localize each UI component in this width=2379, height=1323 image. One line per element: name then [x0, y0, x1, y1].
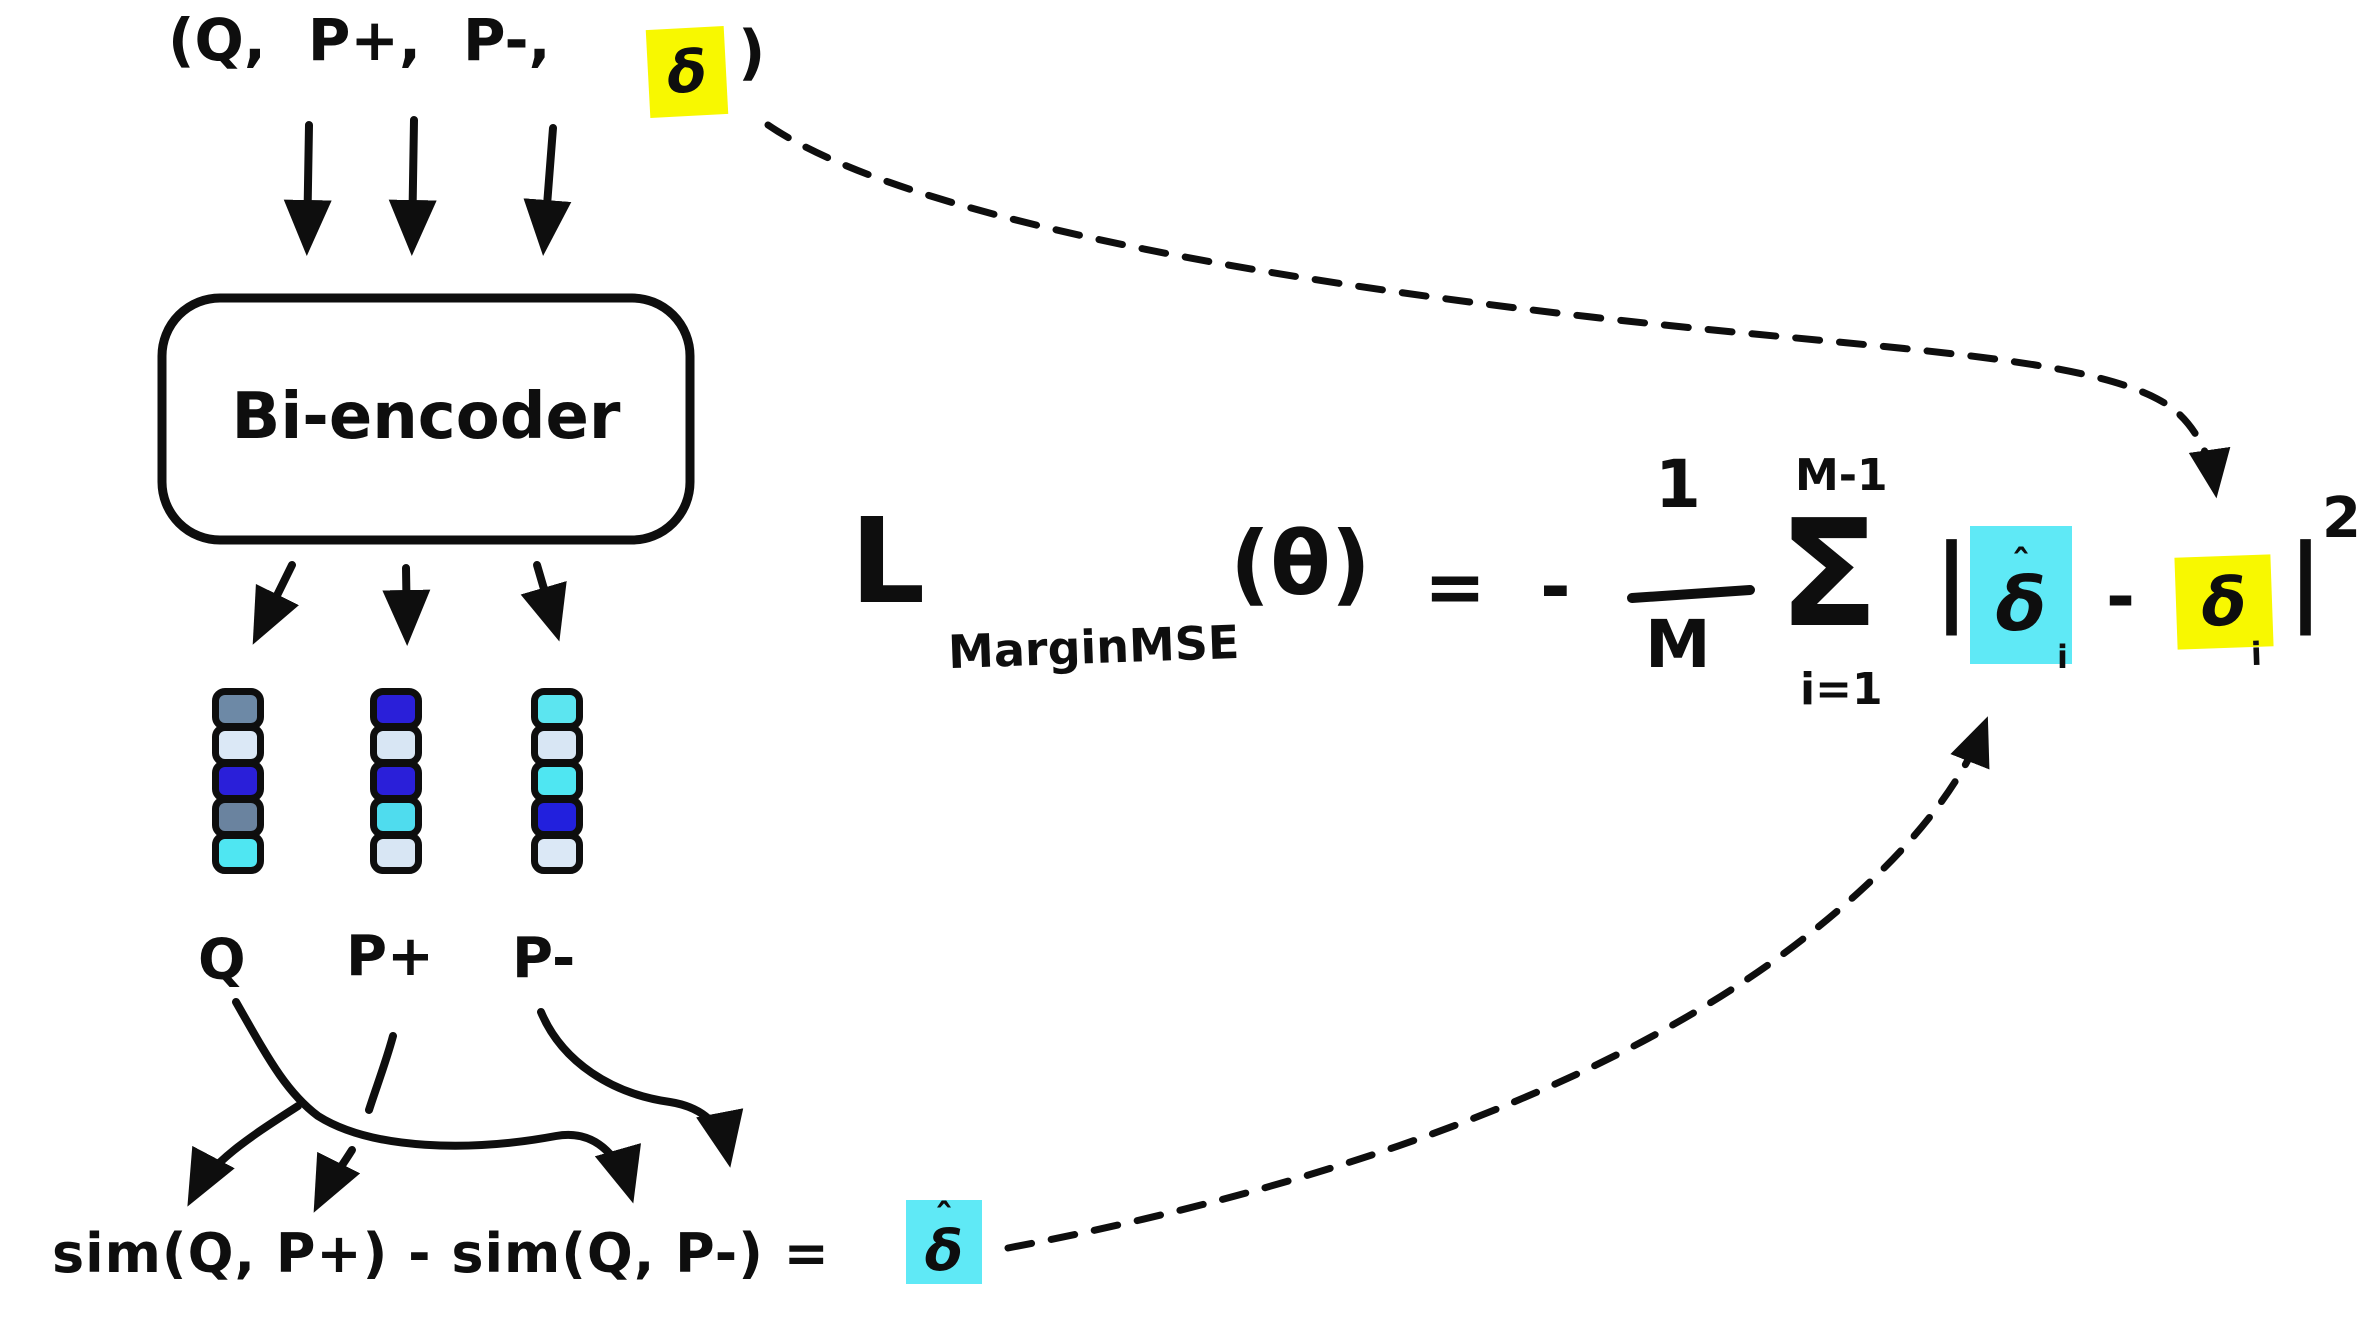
vector-cell [212, 796, 264, 838]
dashed-arrow-delta-to-formula [764, 121, 2231, 499]
tuple-p-plus: P+, [307, 6, 421, 74]
curve-q-to-sim2 [232, 998, 641, 1204]
tuple-open-q: (Q, [168, 6, 266, 74]
arrow-encoder-to-q-vector [252, 561, 299, 645]
delta-symbol: δ [665, 37, 709, 107]
fraction-denominator: M [1645, 606, 1711, 683]
bi-encoder-box [157, 293, 695, 545]
fraction-bar [1627, 585, 1755, 603]
exponent-2: 2 [2322, 486, 2361, 551]
label-p-plus: P+ [346, 924, 434, 989]
delta-hat-symbol: ˆ δ [924, 1196, 964, 1285]
bi-encoder-label: Bi-encoder [231, 380, 621, 454]
hat-accent: ˆ [934, 1196, 954, 1241]
loss-theta: (θ) [1230, 512, 1371, 615]
subscript-i: i [2250, 634, 2263, 674]
delta-highlight-top: δ [645, 26, 729, 118]
vector-cell [370, 724, 422, 766]
delta-hat-i-highlight: ˆ δ i [1970, 526, 2072, 676]
summation-upper-bound: M-1 [1795, 450, 1888, 501]
loss-subscript-marginmse: MarginMSE [947, 614, 1241, 680]
vector-cell [370, 832, 422, 874]
curve-pplus-to-sim1 [313, 1146, 361, 1213]
arrow-q-to-encoder [283, 121, 332, 256]
fraction-numerator: 1 [1655, 446, 1701, 523]
delta-i-highlight: δ i [2174, 554, 2274, 673]
input-tuple: (Q, P+, P-, [168, 6, 551, 74]
arrow-encoder-to-pminus-vector [520, 561, 567, 642]
vector-cell [531, 760, 583, 802]
loss-equals: = [1424, 544, 1487, 630]
delta-glyph: δ [1995, 561, 2047, 648]
vector-column-pminus [531, 688, 583, 874]
abs-bar-left: | [1934, 524, 1970, 636]
arrow-encoder-to-pplus-vector [382, 564, 431, 646]
tuple-p-minus: P-, [463, 6, 551, 74]
delta-hat-i-symbol: ˆ δ [1995, 541, 2047, 648]
delta-glyph: δ [2199, 562, 2249, 642]
summation-lower-bound: i=1 [1800, 664, 1883, 715]
abs-bar-right: | [2288, 524, 2324, 636]
vector-cell [531, 832, 583, 874]
loss-L: L [850, 492, 926, 630]
vector-cell [212, 832, 264, 874]
sim-equation-text: sim(Q, P+) - sim(Q, P-) = [52, 1222, 830, 1285]
dashed-arrow-deltahat-to-formula [1004, 716, 1990, 1252]
hat-accent: ˆ [2011, 541, 2031, 586]
tuple-close-paren: ) [738, 18, 766, 88]
curve-pminus-to-sim2 [537, 1008, 744, 1168]
arrow-pplus-to-encoder [388, 116, 437, 256]
arrow-pminus-to-encoder [523, 124, 572, 256]
summation-sigma: Σ [1778, 488, 1880, 660]
vector-column-q [212, 688, 264, 874]
formula-minus: - [2106, 556, 2136, 638]
label-q: Q [198, 928, 246, 993]
loss-negative-sign: - [1540, 544, 1571, 630]
delta-glyph: δ [924, 1219, 964, 1285]
curve-q-branch-to-sim1 [187, 1102, 302, 1207]
vector-column-pplus [370, 688, 422, 874]
delta-hat-highlight: ˆ δ [906, 1196, 982, 1285]
label-p-minus: P- [512, 926, 576, 991]
curve-pplus-segment [365, 1032, 397, 1114]
vector-cell [531, 724, 583, 766]
subscript-i: i [2057, 638, 2068, 676]
